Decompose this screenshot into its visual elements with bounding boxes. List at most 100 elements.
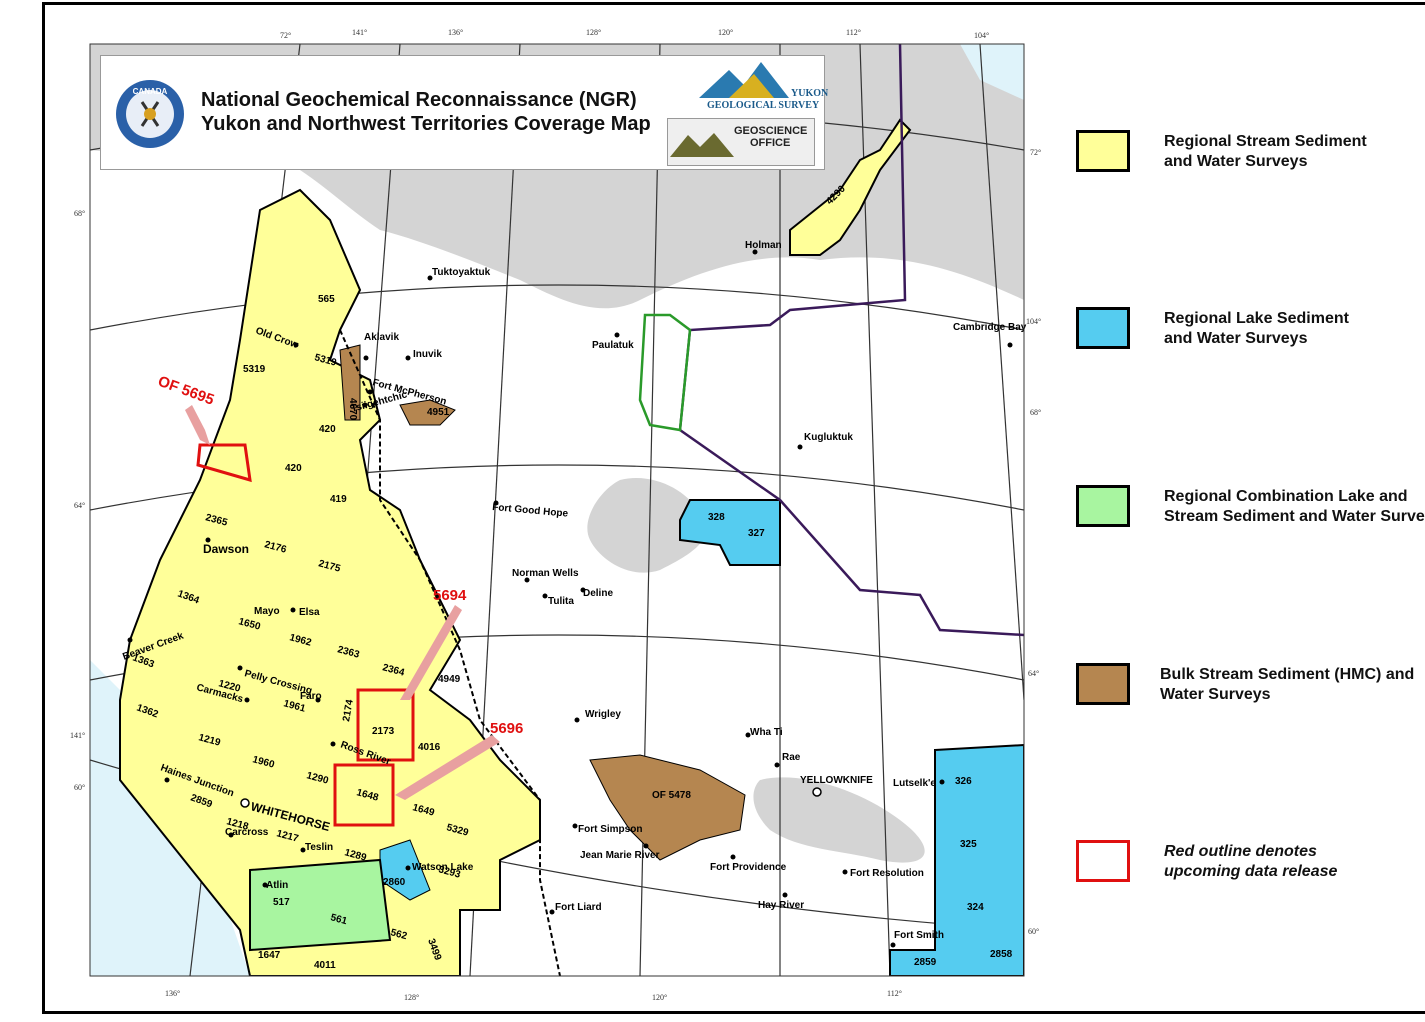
legend-swatch [1076,485,1130,527]
survey-label: 420 [285,463,302,474]
degree-label: 136° [448,28,463,37]
map-frame [42,2,1425,1014]
callout-arrow [400,605,462,700]
survey-label: 2174 [341,698,356,722]
place-label: Fort Liard [555,902,602,913]
legend-swatch [1076,130,1130,172]
survey-label: 2860 [383,877,406,888]
survey-label: 2173 [372,726,395,737]
place-label: Rae [782,752,801,763]
seal-text: CANADA [133,87,168,96]
place-label: Watson Lake [412,862,474,873]
hmc-of5478 [589,754,746,861]
place-label: Norman Wells [512,568,579,579]
place-label: Deline [583,588,613,599]
release-callout-label: 5694 [433,587,467,604]
great-bear-lake [587,478,706,573]
upcoming-release-outlines [196,443,415,827]
place-label: Lutselk'e [893,778,936,789]
canada-seal-icon: CANADA [116,80,184,148]
place-label: Faro [300,691,322,702]
legend-swatch [1076,840,1130,882]
survey-label: OF 5478 [652,790,691,801]
degree-label: 72° [1030,148,1041,157]
arctic-open-water [960,44,1024,100]
legend-label: Regional Lake Sediment and Water Surveys [1164,310,1349,347]
degree-label: 60° [74,783,85,792]
survey-label: 561 [329,912,348,927]
survey-label: 420 [319,424,336,435]
place-label: Wha Ti [750,727,783,738]
place-label: Hay River [758,900,804,911]
title-block: CANADA National Geochemical Reconnaissan… [100,55,829,170]
survey-label: 1647 [258,950,281,961]
place-label: Jean Marie River [580,850,660,861]
survey-label: 4951 [427,407,450,418]
place-label: Wrigley [585,709,621,720]
place-label: Holman [745,240,782,251]
survey-label: 4011 [314,960,336,971]
legend-label: Red outline denotes upcoming data releas… [1164,843,1338,880]
degree-label: 128° [404,993,419,1002]
graticule-labels: 72° 141° 136° 128° 120° 112° 104° 68° 64… [70,28,1041,1002]
degree-label: 128° [586,28,601,37]
place-label: Kugluktuk [804,432,853,443]
hmc-4951 [399,399,456,426]
ygs-line1: YUKON [791,88,829,99]
map-subtitle: Yukon and Northwest Territories Coverage… [201,113,651,135]
degree-label: 112° [846,28,861,37]
ygs-logo-icon [699,62,789,98]
callout-arrow [185,405,210,445]
legend-label: Regional Stream Sediment and Water Surve… [1164,133,1367,170]
ygs-line2: GEOLOGICAL SURVEY [707,100,820,111]
degree-label: 120° [718,28,733,37]
place-label: Fort Resolution [850,868,924,879]
legend-swatch [1076,663,1130,705]
survey-label: 419 [330,494,347,505]
survey-label: 325 [960,839,977,850]
lake-sediment-328-327 [679,499,781,566]
degree-label: 64° [74,501,85,510]
degree-label: 120° [652,993,667,1002]
place-label: Fort Providence [710,862,787,873]
place-label: Teslin [305,842,333,853]
holman-survey [789,118,912,256]
survey-label: 2858 [990,949,1013,960]
degree-label: 60° [1028,927,1039,936]
nwt-line2: OFFICE [750,137,791,149]
survey-label: 562 [389,927,408,942]
place-label: Paulatuk [592,340,634,351]
nwt-line1: GEOSCIENCE [734,125,808,137]
nwt-geoscience-logo: GEOSCIENCE OFFICE [667,118,815,166]
place-label: Inuvik [413,349,442,360]
place-label: Cambridge Bay [953,322,1027,333]
place-dots [127,249,1013,948]
place-label: YELLOWKNIFE [800,775,873,786]
place-label: Dawson [203,542,249,556]
place-label: Aklavik [364,332,399,343]
survey-label: 326 [955,776,972,787]
legend-swatch [1076,307,1130,349]
combination-517-561 [249,858,392,952]
degree-label: 68° [1030,408,1041,417]
place-label: Tuktoyaktuk [432,267,491,278]
green-outline-paulatuk [638,313,692,432]
survey-label: 565 [318,294,335,305]
degree-label: 136° [165,989,180,998]
place-label: Carcross [225,827,269,838]
great-slave-lake [753,777,925,863]
degree-label: 104° [974,31,989,40]
place-label: Mayo [254,606,280,617]
map-neatline [89,43,1025,977]
legend-label: Regional Combination Lake and Stream Sed… [1164,488,1425,525]
legend-label: Bulk Stream Sediment (HMC) and Water Sur… [1160,666,1415,703]
place-label: Fort Smith [894,930,944,941]
release-callout-label: 5696 [490,720,523,737]
place-label: Tulita [548,596,574,607]
place-label: Atlin [266,880,288,891]
degree-label: 72° [280,31,291,40]
callout-arrow [395,735,500,800]
degree-label: 64° [1028,669,1039,678]
survey-label: 2859 [914,957,937,968]
degree-label: 141° [352,28,367,37]
